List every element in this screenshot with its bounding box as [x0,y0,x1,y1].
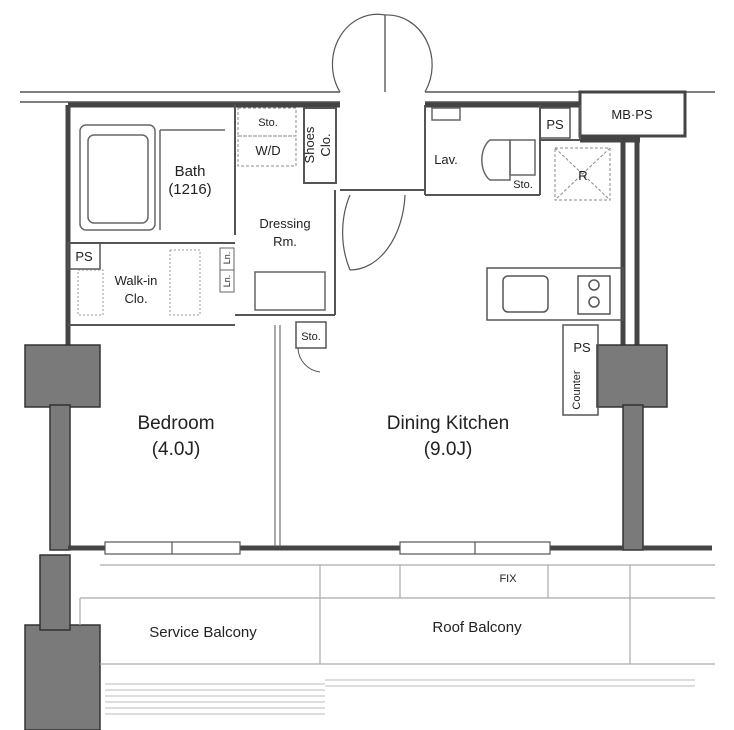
r-label: R [578,168,587,183]
sto-mid-label: Sto. [301,331,321,343]
ps-left-box [67,242,101,270]
balcony-lines [79,564,715,665]
toilet [481,139,536,181]
wd-label: W/D [255,143,280,158]
fix-label: FIX [499,573,517,585]
columns [24,344,668,730]
dressing-line1: Dressing [259,216,310,231]
bedroom-size: (4.0J) [152,439,201,460]
walk-in-line2: Clo. [124,291,147,306]
lav-label: Lav. [434,152,458,167]
shoes-line2: Clo. [318,133,333,156]
interior-walls [68,105,581,548]
dining-kitchen-name: Dining Kitchen [387,413,510,434]
sto-lav-label: Sto. [513,179,533,191]
walk-in-shelves [77,249,201,316]
balcony-floor [105,679,695,715]
dressing-sink [254,271,326,311]
lav-shelf [431,107,461,121]
ps-left-label: PS [75,249,93,264]
bath-size: (1216) [168,181,211,198]
windows [104,541,551,555]
entrance-door [331,13,433,271]
refrigerator-space [554,147,611,201]
linen-shelves [219,247,235,293]
walk-in-line1: Walk-in [115,273,158,288]
ps-right-label: PS [573,340,591,355]
bath-name: Bath [175,163,206,180]
kitchen-counter [486,267,624,416]
roof-balcony-label: Roof Balcony [432,619,522,636]
mbps-box [578,90,687,138]
ln-label-1: Ln. [222,252,232,265]
bathtub [79,124,225,231]
ps-top-label: PS [546,117,564,132]
sto-door-arc [297,347,321,373]
dressing-line2: Rm. [273,234,297,249]
dining-kitchen-size: (9.0J) [424,439,473,460]
counter-label: Counter [571,370,583,409]
service-balcony-label: Service Balcony [149,624,257,641]
wd-area [237,107,297,167]
sto-top-label: Sto. [258,117,278,129]
ln-label-2: Ln. [222,275,232,288]
sto-mid-box [295,321,327,349]
exterior-top-wall [20,91,715,103]
bedroom-name: Bedroom [137,413,214,434]
mbps-label: MB·PS [611,107,653,122]
shoes-line1: Shoes [302,126,317,163]
ps-top-box [539,107,571,139]
